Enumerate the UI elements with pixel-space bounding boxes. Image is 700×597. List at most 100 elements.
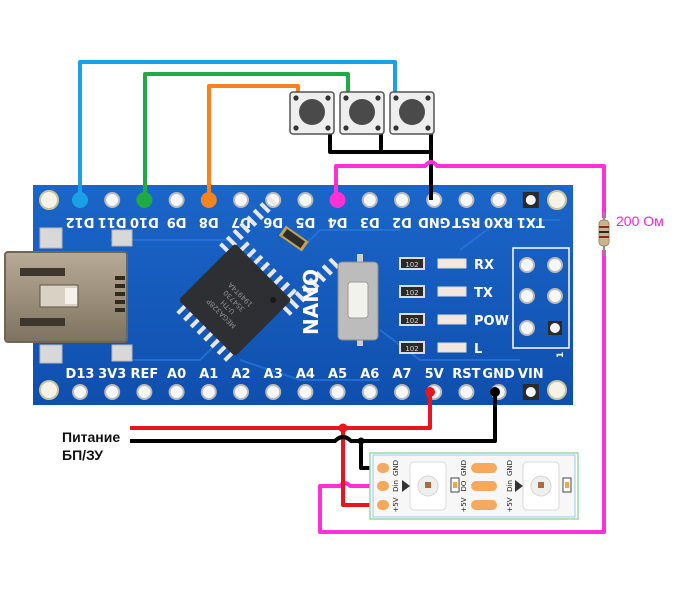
pin-label-a3: A3: [264, 367, 283, 382]
pin-label-d11: D11: [98, 214, 127, 229]
resistor-code: 102: [405, 317, 418, 325]
resistor-code: 102: [405, 261, 418, 269]
pin-hole-d5: [297, 192, 314, 208]
pin-label-d4: D4: [328, 214, 348, 229]
pin-hole-3v3-1: [104, 384, 121, 400]
pin-hole-d7: [233, 192, 249, 208]
mini-usb-connector: [4, 251, 128, 343]
pin-label-a6: A6: [360, 367, 379, 382]
pin-label-d5: D5: [295, 214, 315, 229]
pin-label-a4: A4: [296, 367, 315, 382]
pin-hole-a5-8: [329, 384, 346, 400]
pin-hole-a3-6: [265, 384, 282, 400]
pin-label-a7: A7: [392, 367, 411, 382]
led-label: RX: [474, 258, 494, 273]
pin-label-rx0: RX0: [484, 214, 513, 229]
pin-label-gnd: GND: [482, 367, 515, 382]
led-label: POW: [474, 314, 509, 329]
pin-label-gnd: GND: [418, 214, 451, 229]
led-pixel-2: [515, 461, 572, 511]
pin-label-d3: D3: [360, 214, 380, 229]
resistor-200-ohm: [598, 212, 610, 256]
pin-label-d9: D9: [167, 214, 187, 229]
strip-pad-in-0: [377, 463, 389, 473]
tact-button-2[interactable]: [339, 91, 385, 135]
pin-hole-a6-9: [361, 384, 378, 400]
tact-button-3[interactable]: [389, 91, 435, 135]
pin-label-d10: D10: [130, 214, 159, 229]
pin-hole-d9: [168, 192, 185, 208]
tact-buttons: [289, 91, 435, 135]
pin-label-a1: A1: [199, 367, 218, 382]
pin-hole-d3: [361, 192, 378, 208]
strip-pad-in-2: [377, 500, 389, 510]
pin-hole-a2-5: [233, 384, 249, 400]
icsp-header: 1: [512, 247, 570, 358]
pin-gnd-marker: [490, 387, 500, 397]
pin-label-d6: D6: [263, 214, 283, 229]
pin-hole-d2: [394, 192, 410, 208]
power-supply-label: Питание БП/ЗУ: [62, 428, 120, 464]
pin-hole-a4-7: [297, 384, 314, 400]
strip-label-din: Din: [506, 480, 514, 492]
strip-label-gnd: GND: [506, 460, 514, 476]
bottom-pin-row: [72, 384, 539, 400]
junction-5v: [338, 423, 348, 433]
pin-hole-a7-10: [394, 384, 410, 400]
pin-hole-d11: [104, 192, 121, 208]
strip-label-5v: +5V: [506, 497, 514, 512]
wire-gnd-black: [130, 392, 497, 443]
power-label-line2: БП/ЗУ: [62, 447, 103, 463]
pin-hole-a0-3: [168, 384, 185, 400]
strip-label-din: Din: [392, 480, 400, 492]
pin-label-ref: REF: [131, 367, 159, 382]
wire-d8-orange: [207, 84, 300, 200]
junction-gnd: [357, 437, 365, 445]
pin-label-d2: D2: [392, 214, 412, 229]
button-wires: [78, 60, 433, 200]
led-label: TX: [474, 286, 493, 301]
pin-label-tx1: TX1: [517, 214, 545, 229]
pin-hole-a1-4: [200, 384, 217, 400]
pin-hole-d13-0: [72, 384, 88, 400]
pin-hole-rst-12: [458, 384, 475, 400]
strip-pad-mid-1: [471, 481, 497, 491]
mounting-holes: [39, 190, 567, 400]
pin-label-d13: D13: [66, 367, 95, 382]
wire-d10-green: [143, 72, 350, 200]
pin-label-a0: A0: [167, 367, 186, 382]
strip-pad-mid-0: [471, 463, 497, 473]
board-name-label: NANO: [299, 269, 323, 335]
pin-hole-ref-2: [136, 384, 153, 400]
status-led-tx: 102 TX: [399, 285, 493, 301]
resistor-code: 102: [405, 289, 418, 297]
atmega328p-chip: MEGA328P U-TH 354730 1949T4A: [176, 195, 340, 362]
pin-5v-marker: [425, 387, 435, 397]
wire-d12-blue: [78, 60, 397, 200]
status-led-rx: 102 RX: [399, 257, 494, 273]
power-label-line1: Питание: [62, 429, 121, 445]
strip-label-5v: +5V: [460, 497, 468, 512]
strip-pad-mid-2: [471, 500, 497, 510]
pin-label-a2: A2: [231, 367, 250, 382]
pin-hole-rx0: [490, 192, 507, 208]
wire-5v-red: [130, 392, 432, 430]
top-pin-row: [72, 192, 539, 208]
icsp-pin1-marker: 1: [556, 352, 566, 358]
pin-label-rst: RST: [452, 214, 480, 229]
pin-label-d8: D8: [199, 214, 219, 229]
pin-label-d7: D7: [231, 214, 251, 229]
pin-label-5v: 5V: [425, 367, 444, 382]
reset-button[interactable]: [337, 254, 379, 346]
pin-label-d12: D12: [66, 214, 95, 229]
tact-button-1[interactable]: [289, 91, 335, 135]
strip-label-gnd: GND: [460, 460, 468, 476]
pin-label-vin: VIN: [518, 367, 544, 382]
pin-label-3v3: 3V3: [98, 367, 126, 382]
status-led-pow: 102 POW: [399, 313, 509, 329]
strip-label-5v: +5V: [392, 497, 400, 512]
